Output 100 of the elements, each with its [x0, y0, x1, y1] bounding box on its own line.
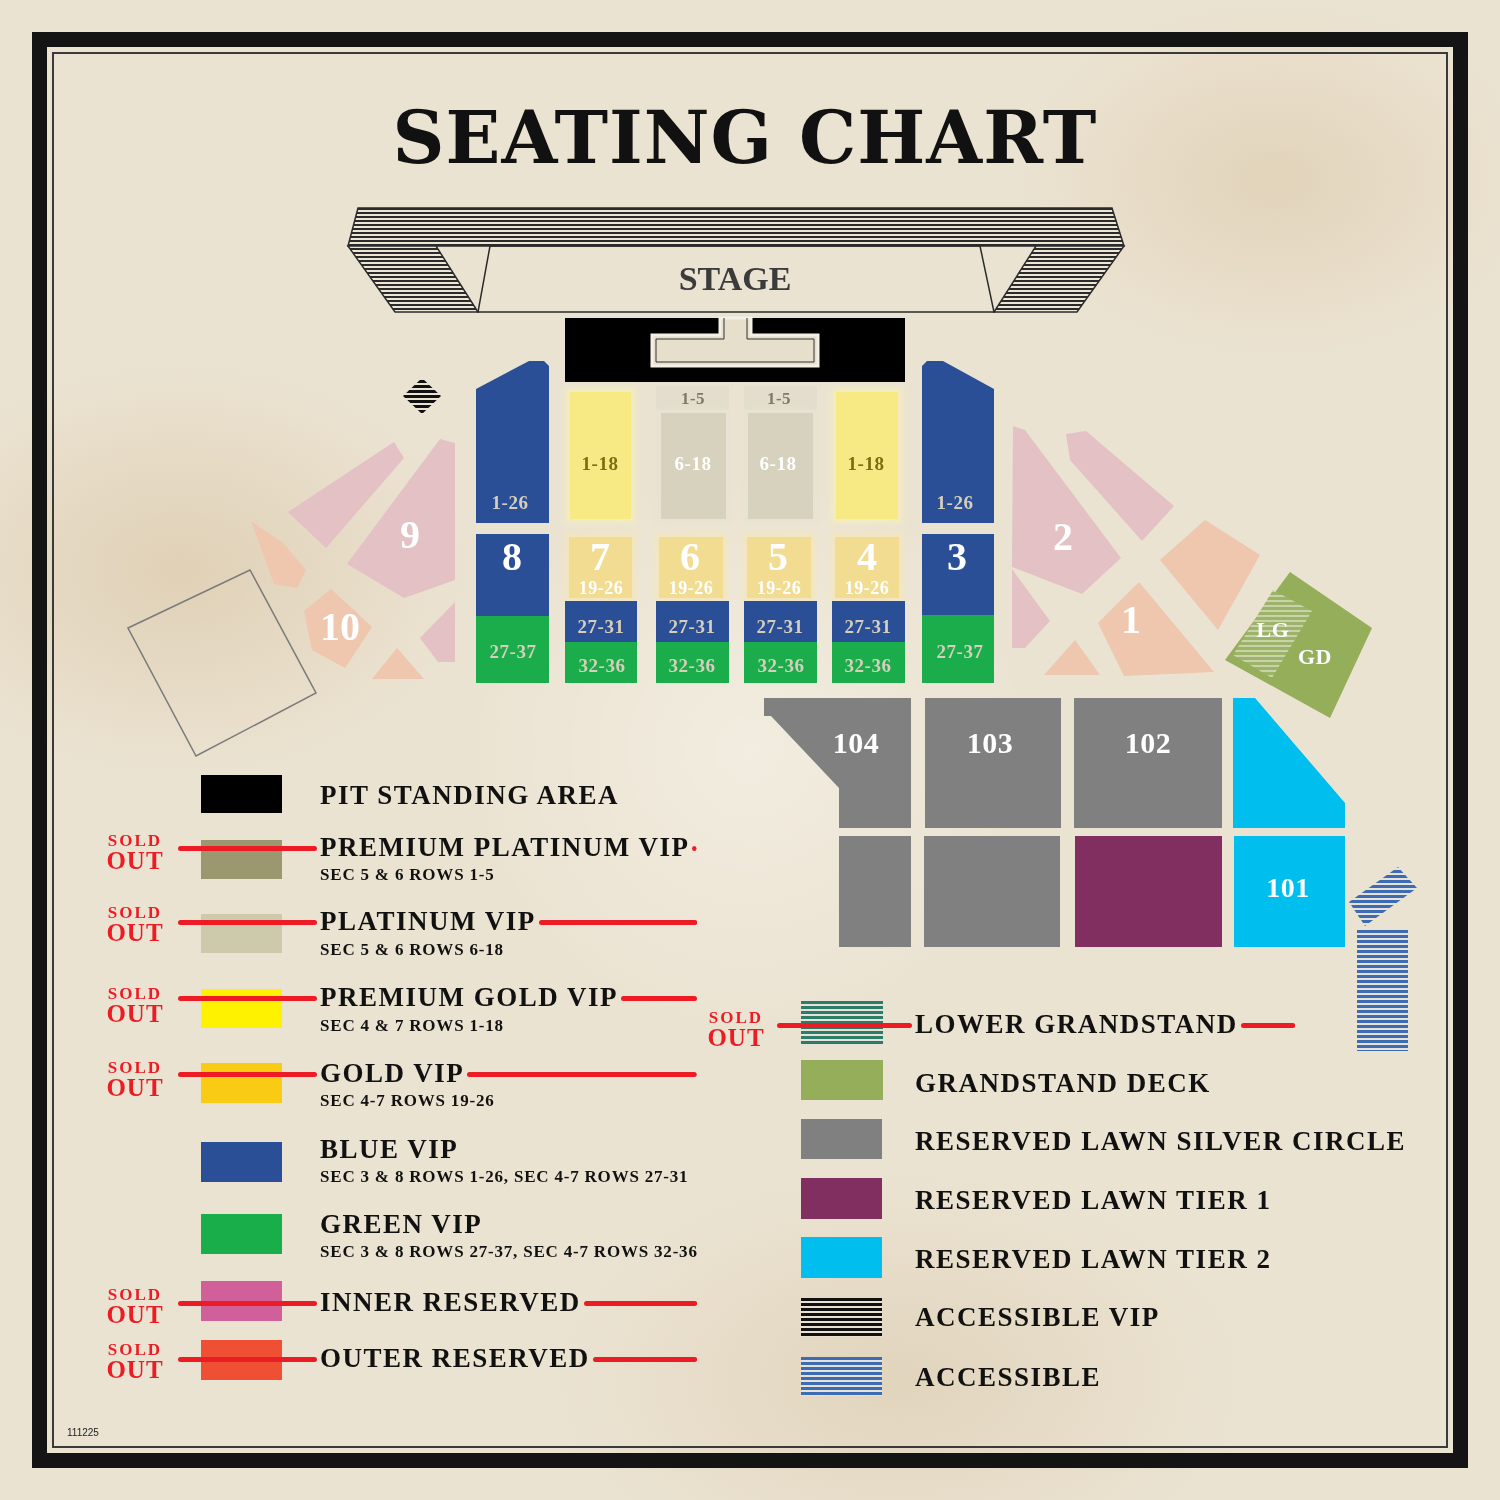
seating-section — [570, 392, 631, 519]
lawn-section — [764, 698, 911, 828]
legend-label: BLUE VIP — [320, 1135, 459, 1163]
row-range: 32-36 — [757, 655, 805, 675]
seating-section — [372, 648, 424, 679]
seating-section — [832, 642, 905, 683]
legend-label: RESERVED LAWN SILVER CIRCLE — [915, 1127, 1406, 1155]
row-range: 32-36 — [844, 655, 892, 675]
section-number: 8 — [502, 537, 522, 577]
row-range: 6-18 — [759, 453, 797, 473]
legend-label: PREMIUM GOLD VIP — [320, 983, 618, 1011]
lawn-section — [924, 836, 1060, 947]
lawn-section — [1075, 836, 1222, 947]
row-range: 6-18 — [674, 453, 712, 473]
seating-section — [476, 361, 549, 523]
legend-label: PIT STANDING AREA — [320, 781, 620, 809]
seating-section — [922, 615, 994, 683]
seating-section — [251, 521, 306, 588]
print-code: 111225 — [67, 1428, 99, 1438]
row-range: 27-37 — [936, 641, 984, 661]
sold-out-label: SOLD OUT — [105, 902, 165, 944]
legend-label: OUTER RESERVED — [320, 1344, 590, 1372]
row-range: 19-26 — [668, 579, 714, 597]
row-range: 27-31 — [844, 616, 892, 636]
row-range: 1-26 — [491, 492, 529, 512]
row-range: 32-36 — [578, 655, 626, 675]
stage-label: STAGE — [678, 262, 792, 296]
legend-detail: SEC 3 & 8 ROWS 27-37, SEC 4-7 ROWS 32-36 — [320, 1242, 698, 1260]
row-range: 27-31 — [668, 616, 716, 636]
legend-detail: SEC 4 & 7 ROWS 1-18 — [320, 1016, 504, 1034]
row-range: 1-18 — [581, 453, 619, 473]
lawn-section — [925, 698, 1061, 828]
lawn-section — [1233, 698, 1345, 828]
section-number: 102 — [1124, 728, 1172, 758]
row-range: 27-37 — [489, 641, 537, 661]
seating-section — [836, 392, 898, 519]
row-range: 1-5 — [766, 389, 792, 407]
row-range: 19-26 — [844, 579, 890, 597]
seating-section — [420, 602, 455, 662]
seating-section — [1044, 640, 1100, 675]
section-number: 1 — [1121, 600, 1141, 640]
seating-section — [1012, 426, 1121, 594]
seating-section — [569, 537, 632, 598]
striped-bar — [1357, 930, 1408, 1051]
row-range: 32-36 — [668, 655, 716, 675]
legend-label: PREMIUM PLATINUM VIP — [320, 833, 690, 861]
seating-section — [476, 534, 549, 616]
seating-section — [565, 642, 637, 683]
lawn-section — [1074, 698, 1222, 828]
lawn-section — [1234, 836, 1345, 947]
pit-area — [565, 318, 905, 382]
sold-out-label: SOLD OUT — [706, 1007, 766, 1049]
seating-section — [347, 439, 455, 598]
legend-detail: SEC 3 & 8 ROWS 1-26, SEC 4-7 ROWS 27-31 — [320, 1167, 689, 1185]
seating-section — [922, 534, 994, 615]
legend-detail: SEC 5 & 6 ROWS 6-18 — [320, 940, 504, 958]
chart-title: SEATING CHART — [392, 102, 1098, 174]
square-outline — [128, 570, 316, 756]
row-range: 1-26 — [936, 492, 974, 512]
section-label: GD — [1298, 646, 1332, 668]
sold-out-label: SOLD OUT — [105, 830, 165, 872]
legend-label: GRANDSTAND DECK — [915, 1069, 1211, 1097]
seating-section — [659, 537, 723, 598]
seating-section — [476, 616, 549, 683]
row-range: 19-26 — [578, 579, 624, 597]
sold-out-label: SOLD OUT — [105, 1284, 165, 1326]
section-number: 104 — [832, 728, 880, 758]
legend-label: GREEN VIP — [320, 1210, 483, 1238]
seating-section — [835, 537, 899, 598]
row-range: 27-31 — [577, 616, 625, 636]
sold-out-label: SOLD OUT — [105, 983, 165, 1025]
sold-out-label: SOLD OUT — [105, 1339, 165, 1381]
row-range: 1-18 — [847, 453, 885, 473]
section-number: 3 — [947, 537, 967, 577]
section-label: LG — [1256, 619, 1290, 641]
section-number: 5 — [768, 537, 788, 577]
legend-label: INNER RESERVED — [320, 1288, 581, 1316]
row-range: 19-26 — [756, 579, 802, 597]
seating-section — [832, 601, 905, 642]
section-number: 10 — [320, 607, 360, 647]
legend-detail: SEC 4-7 ROWS 19-26 — [320, 1091, 495, 1109]
seating-section — [922, 361, 994, 523]
legend-label: ACCESSIBLE — [915, 1363, 1102, 1391]
section-number: 7 — [590, 537, 610, 577]
section-number: 4 — [857, 537, 877, 577]
seating-section — [1012, 569, 1050, 648]
section-number: 6 — [680, 537, 700, 577]
section-number: 103 — [966, 728, 1014, 758]
seating-section — [656, 642, 729, 683]
striped-diamond — [403, 378, 441, 414]
deck-section — [1225, 572, 1372, 718]
legend-label: LOWER GRANDSTAND — [915, 1010, 1238, 1038]
seating-section — [565, 601, 637, 642]
seating-section — [656, 601, 729, 642]
sold-out-label: SOLD OUT — [105, 1057, 165, 1099]
seating-section — [744, 642, 817, 683]
lawn-section — [839, 836, 911, 947]
section-number: 2 — [1053, 517, 1073, 557]
striped-bar — [1349, 867, 1417, 926]
legend-label: ACCESSIBLE VIP — [915, 1303, 1160, 1331]
